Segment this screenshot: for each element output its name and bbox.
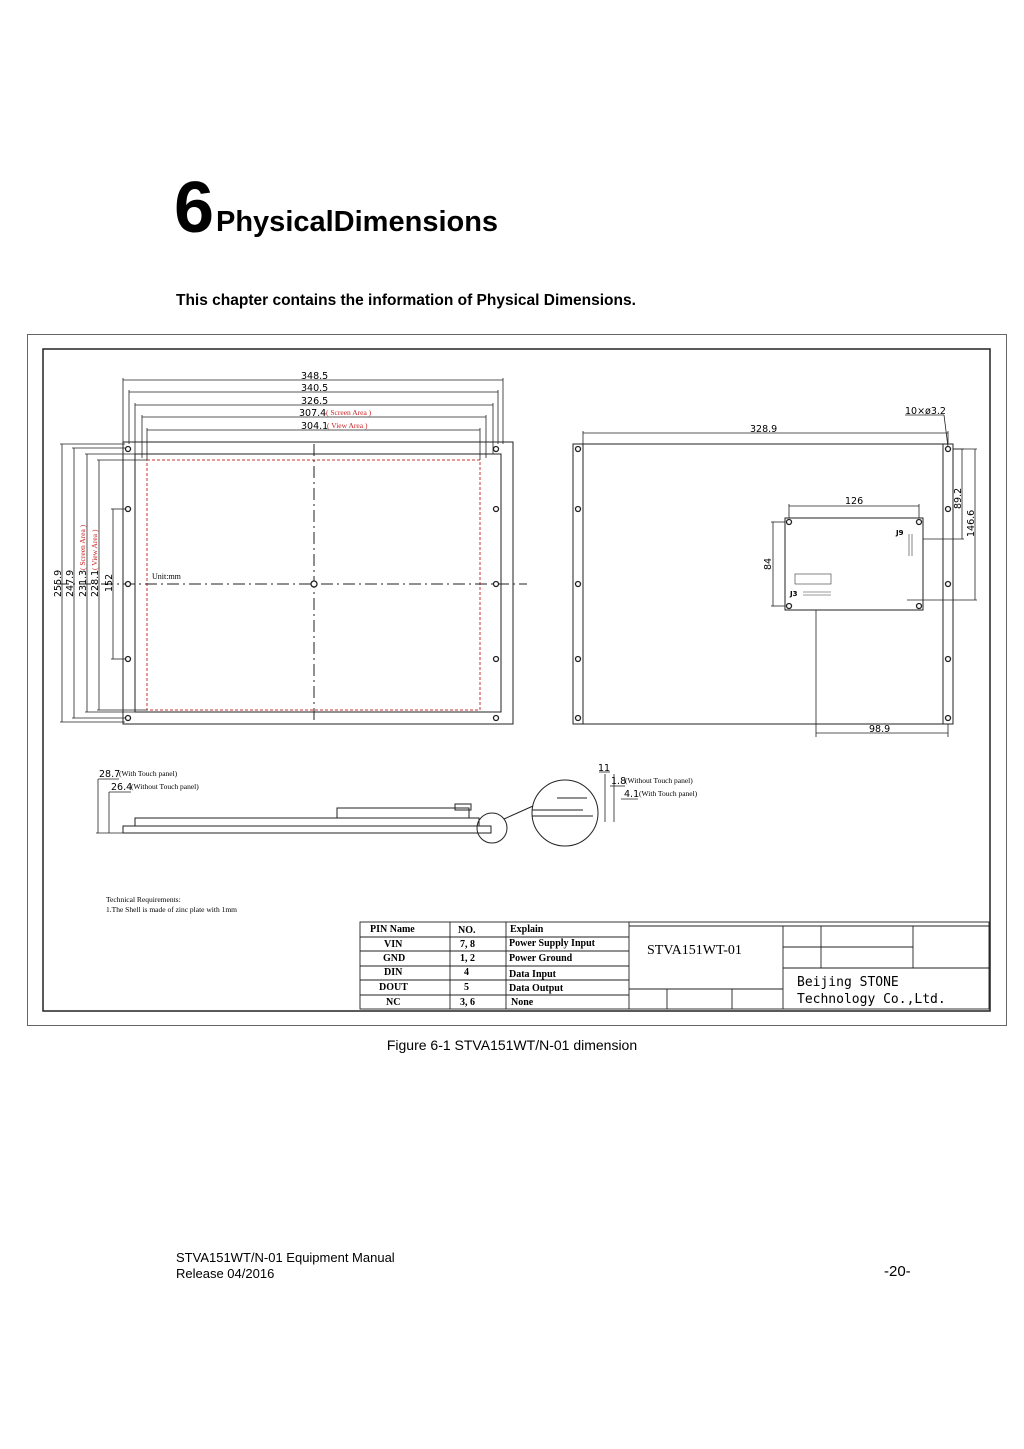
dim-247-9: 247.9 [65,570,76,597]
dim-26-4: 26.4 [111,782,132,793]
pin-row-1-no: 7, 8 [460,939,475,950]
pin-row-4-explain: Data Output [509,983,564,994]
pin-row-1-explain: Power Supply Input [509,938,596,949]
dim-348-5: 348.5 [301,371,328,382]
dim-126: 126 [845,496,863,507]
dim-98-9: 98.9 [869,724,890,735]
pin-header-explain: Explain [510,924,544,935]
pin-row-5-explain: None [511,997,534,1008]
detail-with-touch: (With Touch panel) [639,789,698,798]
dim-4-1: 4.1 [624,789,639,800]
dim-84: 84 [763,558,774,570]
dim-89-2: 89.2 [953,488,964,509]
screen-area-label-v: ( Screen Area ) [78,524,87,570]
pin-row-1-name: VIN [384,939,403,950]
pin-row-2-explain: Power Ground [509,953,573,964]
inner-frame [42,348,991,1012]
dim-326-5: 326.5 [301,396,328,407]
tech-req-heading: Technical Requirements: [106,895,181,904]
without-touch-note: (Without Touch panel) [131,782,199,791]
outer-frame [27,334,1007,1026]
company-name-line1: Beijing STONE [797,975,899,990]
pin-row-3-no: 4 [464,967,469,978]
dim-28-7: 28.7 [99,769,120,780]
pin-row-3-name: DIN [384,967,403,978]
unit-label: Unit:mm [152,572,182,581]
pin-row-4-name: DOUT [379,982,408,993]
pin-row-2-name: GND [383,953,405,964]
side-view [122,779,599,847]
with-touch-note: (With Touch panel) [119,769,178,778]
connector-j3: J3 [789,590,798,598]
view-area-label: ( View Area ) [327,421,368,430]
connector-pins [794,534,913,596]
model-number: STVA151WT-01 [647,943,742,958]
footer-manual-title: STVA151WT/N-01 Equipment Manual [176,1250,395,1265]
dimension-drawing: 348.5 340.5 326.5 307.4 ( Screen Area ) … [27,334,1007,1026]
back-holes [574,445,952,722]
dim-340-5: 340.5 [301,383,328,394]
holes-label: 10×ø3.2 [905,406,946,417]
footer-release: Release 04/2016 [176,1266,275,1281]
front-holes [124,445,500,722]
title-block-grid [359,921,990,1010]
connector-j9: J9 [895,529,904,537]
dim-304-1: 304.1 [301,421,328,432]
pin-row-3-explain: Data Input [509,969,557,980]
dim-231-3: 231.3 [78,570,89,597]
footer-doc-info: STVA151WT/N-01 Equipment Manual Release … [176,1250,395,1282]
dim-328-9: 328.9 [750,424,777,435]
screen-area-label: ( Screen Area ) [326,408,372,417]
front-width-dims [122,378,504,460]
pin-header-name: PIN Name [370,924,415,935]
pin-row-2-no: 1, 2 [460,953,475,964]
dim-307-4: 307.4 [299,408,326,419]
front-height-dims [60,443,147,723]
pin-header-no: NO. [458,925,476,936]
back-view [572,443,954,725]
view-area-label-v: ( View Area ) [90,529,99,570]
figure-caption: Figure 6-1 STVA151WT/N-01 dimension [386,1037,638,1053]
side-dims [96,771,638,834]
pin-row-4-no: 5 [464,982,469,993]
dim-1-8: 1.8 [611,776,626,787]
tech-req-item: 1.The Shell is made of zinc plate with 1… [106,905,237,914]
dim-11: 11 [598,763,610,774]
dim-146-6: 146.6 [966,510,977,537]
chapter-number: 6 [174,168,215,248]
pin-row-5-name: NC [386,997,400,1008]
chapter-intro: This chapter contains the information of… [176,292,636,309]
back-dims [582,414,977,737]
pin-row-5-no: 3, 6 [460,997,475,1008]
page-number: -20- [884,1263,911,1280]
dim-152: 152 [104,574,115,592]
detail-without-touch: (Without Touch panel) [625,776,693,785]
dim-228-1: 228.1 [90,570,101,597]
dim-255-9: 255.9 [53,570,64,597]
chapter-title: PhysicalDimensions [216,206,499,238]
company-name-line2: Technology Co.,Ltd. [797,992,946,1007]
